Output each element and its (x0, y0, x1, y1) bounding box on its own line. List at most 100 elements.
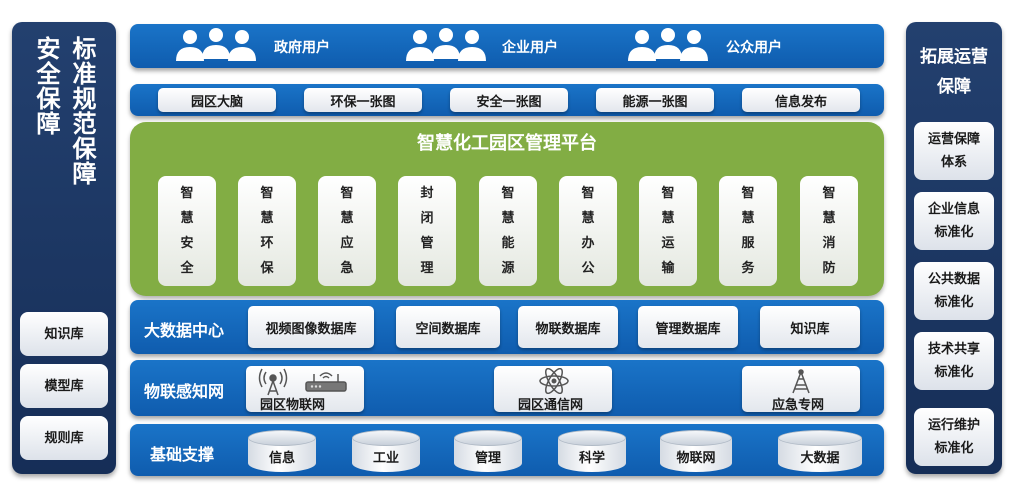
user-group-icon (406, 28, 486, 61)
module-char: 慧 (340, 211, 354, 226)
cylinder-top (660, 430, 732, 446)
module-char: 智 (340, 186, 354, 201)
right-item-maintenance[interactable]: 运行维护 标准化 (914, 408, 994, 466)
app-park-brain[interactable]: 园区大脑 (158, 88, 276, 112)
user-group-icon (176, 28, 256, 61)
left-item-model[interactable]: 模型库 (20, 364, 108, 408)
module-card[interactable]: 智慧运输 (639, 176, 697, 286)
left-item-knowledge[interactable]: 知识库 (20, 312, 108, 356)
module-card[interactable]: 智慧环保 (238, 176, 296, 286)
apps-bar: 园区大脑 环保一张图 安全一张图 能源一张图 信息发布 (130, 84, 884, 116)
module-char: 能 (501, 236, 515, 251)
signal-tower-icon (792, 369, 810, 394)
antenna-icon (258, 368, 288, 396)
left-panel: 安全保障 标准规范保障 知识库 模型库 规则库 (12, 22, 116, 474)
user-label-public[interactable]: 公众用户 (726, 40, 782, 56)
right-panel: 拓展运营 保障 运营保障 体系 企业信息 标准化 公共数据 标准化 技术共享 标… (906, 22, 1002, 474)
platform-modules: 智慧安全智慧环保智慧应急封闭管理智慧能源智慧办公智慧运输智慧服务智慧消防 (130, 122, 884, 296)
user-label-enterprise[interactable]: 企业用户 (502, 40, 558, 56)
right-item-line: 技术共享 (927, 342, 980, 357)
right-item-line: 标准化 (934, 365, 974, 380)
module-card[interactable]: 智慧安全 (158, 176, 216, 286)
right-item-enterprise[interactable]: 企业信息 标准化 (914, 192, 994, 250)
iot-label: 物联感知网 (144, 382, 225, 401)
app-info-publish[interactable]: 信息发布 (742, 88, 860, 112)
infra-item-label: 工业 (372, 451, 399, 466)
database-cylinder-icon[interactable]: 工业 (352, 430, 420, 472)
module-card[interactable]: 智慧应急 (318, 176, 376, 286)
infra-item-label: 管理 (474, 451, 501, 466)
module-card[interactable]: 智慧消防 (800, 176, 858, 286)
infra-item-label: 物联网 (676, 451, 716, 466)
right-item-tech-share[interactable]: 技术共享 标准化 (914, 332, 994, 390)
module-char: 急 (340, 261, 354, 276)
users-bar: 政府用户 企业用户 公众用户 (130, 24, 884, 68)
module-char: 智 (661, 186, 675, 201)
module-char: 智 (501, 186, 515, 201)
right-title-line-1: 拓展运营 (920, 47, 988, 67)
module-char: 保 (260, 261, 274, 276)
app-energy-map[interactable]: 能源一张图 (596, 88, 714, 112)
iot-comm-network[interactable]: 园区通信网 (494, 366, 612, 413)
right-title-line-2: 保障 (937, 77, 971, 97)
right-item-line: 标准化 (934, 295, 974, 310)
user-label-gov[interactable]: 政府用户 (274, 40, 330, 56)
module-char: 慧 (822, 211, 836, 226)
db-management[interactable]: 管理数据库 (638, 306, 738, 348)
iot-park-network[interactable]: 园区物联网 (246, 366, 364, 413)
module-char: 输 (661, 261, 675, 276)
cylinder-top (778, 430, 862, 446)
iot-emergency-network[interactable]: 应急专网 (742, 366, 860, 413)
left-panel-title: 安全保障 标准规范保障 (12, 36, 116, 186)
database-cylinder-icon[interactable]: 科学 (558, 430, 626, 472)
platform-panel: 智慧化工园区管理平台 智慧安全智慧环保智慧应急封闭管理智慧能源智慧办公智慧运输智… (130, 122, 884, 296)
module-char: 慧 (501, 211, 515, 226)
db-spatial[interactable]: 空间数据库 (396, 306, 500, 348)
module-card[interactable]: 封闭管理 (398, 176, 456, 286)
module-char: 智 (180, 186, 194, 201)
infra-cylinders: 信息 工业 管理 科学 物联网 大数据 (130, 424, 884, 476)
left-item-rule[interactable]: 规则库 (20, 416, 108, 460)
user-group-icon (628, 28, 708, 61)
infra-item-label: 科学 (578, 451, 605, 466)
infra-label: 基础支撑 (150, 445, 215, 464)
db-knowledge[interactable]: 知识库 (760, 306, 860, 348)
right-item-ops[interactable]: 运营保障 体系 (914, 122, 994, 180)
module-char: 运 (661, 236, 675, 251)
module-card[interactable]: 智慧办公 (559, 176, 617, 286)
module-char: 智 (741, 186, 755, 201)
module-char: 慧 (260, 211, 274, 226)
module-char: 慧 (581, 211, 595, 226)
iot-bar: 物联感知网 园区物联网 (130, 360, 884, 416)
database-cylinder-icon[interactable]: 大数据 (778, 430, 862, 472)
module-card[interactable]: 智慧能源 (479, 176, 537, 286)
module-char: 环 (260, 236, 274, 251)
cylinder-top (558, 430, 626, 446)
module-char: 慧 (741, 211, 755, 226)
right-item-public-data[interactable]: 公共数据 标准化 (914, 262, 994, 320)
module-char: 全 (180, 261, 194, 276)
module-char: 应 (340, 236, 354, 251)
right-item-line: 体系 (940, 155, 967, 170)
cylinder-top (352, 430, 420, 446)
iot-item-label: 应急专网 (772, 398, 825, 413)
module-char: 安 (180, 236, 194, 251)
module-char: 防 (822, 261, 836, 276)
db-iot[interactable]: 物联数据库 (518, 306, 618, 348)
database-cylinder-icon[interactable]: 信息 (248, 430, 316, 472)
app-safety-map[interactable]: 安全一张图 (450, 88, 568, 112)
right-item-line: 公共数据 (927, 272, 980, 287)
database-cylinder-icon[interactable]: 物联网 (660, 430, 732, 472)
right-panel-title: 拓展运营 保障 (906, 42, 1002, 102)
left-title-col-1: 安全保障 (32, 36, 60, 136)
module-char: 消 (822, 236, 836, 251)
module-char: 服 (741, 236, 755, 251)
app-eco-map[interactable]: 环保一张图 (304, 88, 422, 112)
right-item-line: 企业信息 (927, 202, 980, 217)
database-cylinder-icon[interactable]: 管理 (454, 430, 522, 472)
router-icon (305, 372, 347, 392)
module-char: 闭 (420, 211, 434, 226)
infra-item-label: 信息 (268, 451, 295, 466)
db-video[interactable]: 视频图像数据库 (248, 306, 374, 348)
module-card[interactable]: 智慧服务 (719, 176, 777, 286)
